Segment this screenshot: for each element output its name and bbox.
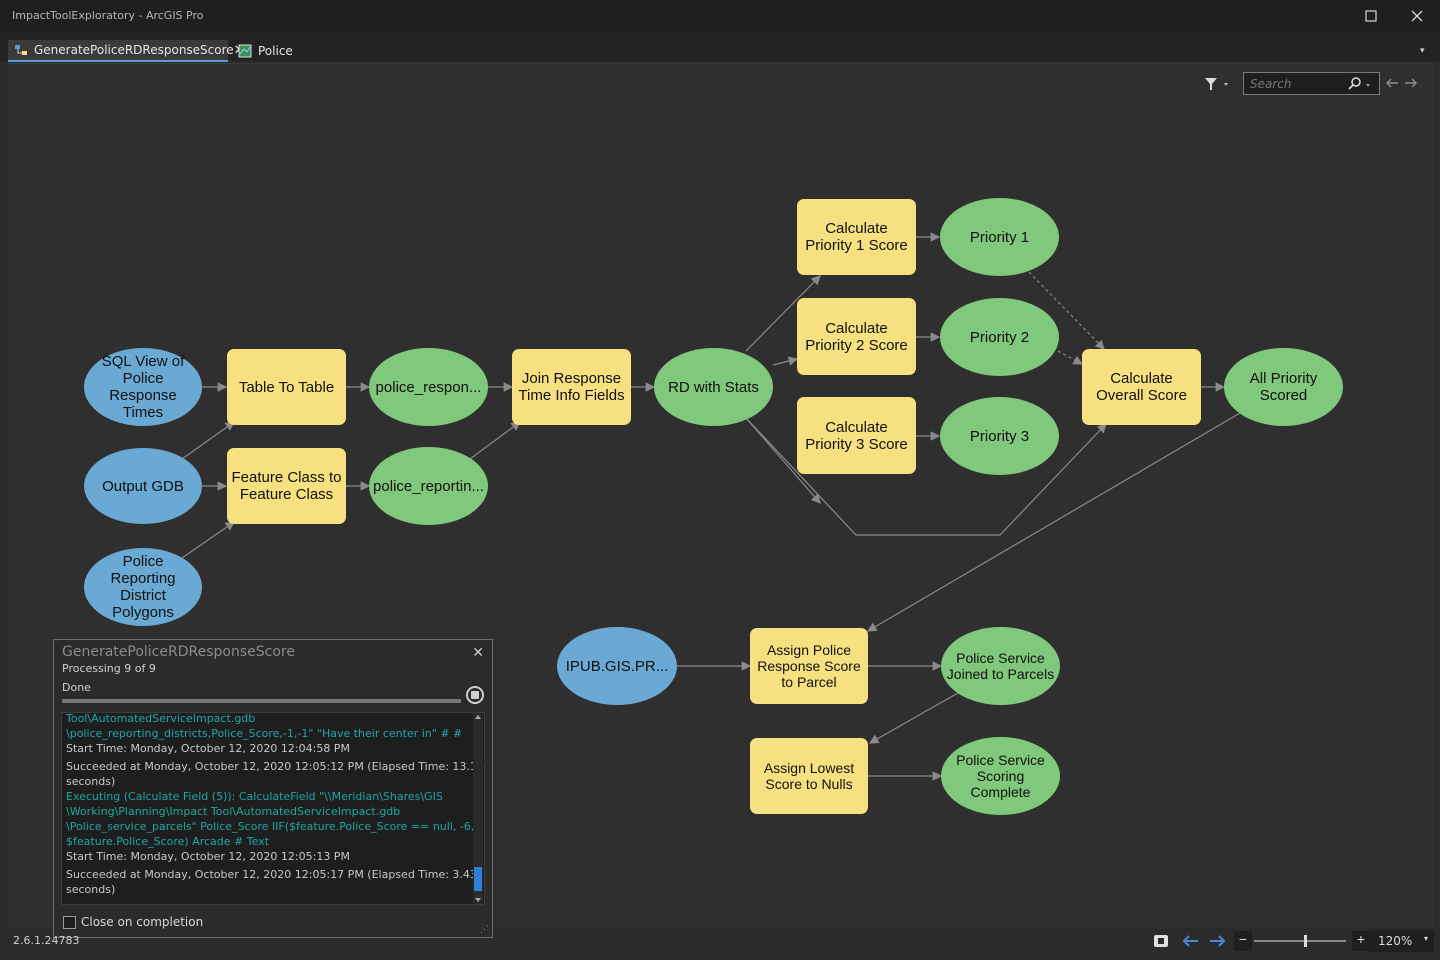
version-label: 2.6.1.24783: [13, 934, 80, 947]
node-police-respon[interactable]: police_respon...: [369, 348, 488, 426]
node-priority-2[interactable]: Priority 2: [940, 298, 1059, 376]
resize-grip-icon[interactable]: ⋰: [480, 924, 489, 934]
node-calc-priority-2[interactable]: Calculate Priority 2 Score: [797, 298, 916, 375]
processing-status: Processing 9 of 9: [62, 662, 156, 675]
maximize-button[interactable]: [1348, 0, 1394, 32]
filter-button[interactable]: [1203, 76, 1231, 97]
progress-bar: [62, 699, 461, 703]
progress-fill: [62, 699, 461, 703]
node-output-gdb[interactable]: Output GDB: [84, 448, 202, 524]
close-on-completion-checkbox[interactable]: Close on completion: [63, 915, 203, 929]
search-icon[interactable]: [1348, 77, 1372, 96]
chevron-down-icon: ▾: [1423, 934, 1428, 943]
tab-label: GeneratePoliceRDResponseScore: [34, 43, 234, 57]
zoom-out-button[interactable]: −: [1234, 931, 1252, 951]
tab-label: Police: [258, 44, 293, 58]
node-join-response[interactable]: Join Response Time Info Fields: [512, 349, 631, 425]
log-line: Start Time: Monday, October 12, 2020 12:…: [66, 742, 350, 755]
next-extent-button[interactable]: [1209, 934, 1227, 953]
tab-overflow-chevron-icon[interactable]: ▾: [1420, 45, 1425, 55]
log-line: \Police_service_parcels" Police_Score II…: [66, 820, 475, 833]
scroll-thumb[interactable]: [474, 867, 482, 891]
log-line: Executing (Calculate Field (5)): Calcula…: [66, 790, 443, 803]
node-scoring-complete[interactable]: Police Service Scoring Complete: [941, 737, 1060, 815]
node-all-priority-scored[interactable]: All Priority Scored: [1224, 348, 1343, 426]
next-extent-icon: [1210, 935, 1226, 947]
zoom-level-select[interactable]: 120% ▾: [1370, 930, 1434, 952]
full-extent-icon: [1154, 935, 1168, 947]
done-label: Done: [62, 681, 91, 694]
close-window-button[interactable]: [1394, 0, 1440, 32]
node-calc-overall[interactable]: Calculate Overall Score: [1082, 349, 1201, 425]
log-line: Start Time: Monday, October 12, 2020 12:…: [66, 850, 350, 863]
node-assign-police-score[interactable]: Assign Police Response Score to Parcel: [750, 628, 868, 704]
log-lines: Tool\AutomatedServiceImpact.gdb \police_r…: [66, 712, 484, 897]
zoom-slider-thumb[interactable]: [1304, 935, 1307, 947]
log-line: $feature.Police_Score) Arcade # Text: [66, 835, 270, 848]
zoom-level-value: 120%: [1378, 934, 1413, 948]
progress-dialog: GeneratePoliceRDResponseScore ✕ Processi…: [53, 639, 493, 938]
node-rd-with-stats[interactable]: RD with Stats: [654, 348, 773, 426]
node-ipub[interactable]: IPUB.GIS.PR...: [557, 627, 677, 705]
search-input[interactable]: [1243, 72, 1380, 95]
checkbox-box[interactable]: [63, 915, 76, 929]
document-tab-bar: GeneratePoliceRDResponseScore ✕ Police ▾: [0, 33, 1440, 62]
stop-button[interactable]: [466, 686, 484, 704]
dialog-title: GeneratePoliceRDResponseScore: [62, 644, 295, 660]
model-builder-icon: [14, 43, 28, 57]
filter-icon: [1205, 78, 1228, 90]
node-calc-priority-3[interactable]: Calculate Priority 3 Score: [797, 397, 916, 474]
node-district-polygons[interactable]: Police Reporting District Polygons: [84, 548, 202, 626]
stop-icon: [471, 691, 479, 699]
log-line: Succeeded at Monday, October 12, 2020 12…: [66, 868, 477, 881]
previous-extent-button[interactable]: [1181, 934, 1199, 953]
maximize-icon: [1365, 10, 1377, 22]
close-icon: [1411, 10, 1423, 22]
message-log[interactable]: Tool\AutomatedServiceImpact.gdb \police_r…: [61, 712, 485, 905]
node-priority-1[interactable]: Priority 1: [940, 198, 1059, 276]
connector-layer: [181, 232, 1241, 781]
log-line: Tool\AutomatedServiceImpact.gdb: [66, 712, 256, 725]
zoom-in-button[interactable]: +: [1352, 931, 1370, 951]
node-joined-parcels[interactable]: Police Service Joined to Parcels: [941, 627, 1060, 705]
full-extent-button[interactable]: [1153, 934, 1169, 953]
window-title: ImpactToolExploratory - ArcGIS Pro: [12, 9, 204, 22]
back-arrow-icon[interactable]: [1385, 76, 1399, 95]
log-line: Succeeded at Monday, October 12, 2020 12…: [66, 760, 484, 773]
node-calc-priority-1[interactable]: Calculate Priority 1 Score: [797, 199, 916, 275]
log-line: \Working\Planning\Impact Tool\AutomatedS…: [66, 805, 401, 818]
scroll-arrows-icon: [475, 715, 481, 902]
node-sql-view[interactable]: SQL View of Police Response Times: [84, 348, 202, 426]
zoom-slider-track[interactable]: [1254, 940, 1346, 942]
previous-extent-icon: [1182, 935, 1198, 947]
log-line: \police_reporting_districts,Police_Score…: [66, 727, 463, 740]
tab-map[interactable]: Police: [232, 40, 299, 62]
node-assign-lowest[interactable]: Assign Lowest Score to Nulls: [750, 738, 868, 814]
dialog-close-icon[interactable]: ✕: [472, 644, 484, 660]
checkbox-label: Close on completion: [81, 915, 204, 929]
node-table-to-table[interactable]: Table To Table: [227, 349, 346, 425]
log-scrollbar[interactable]: [473, 713, 483, 904]
map-icon: [238, 44, 252, 58]
tab-model[interactable]: GeneratePoliceRDResponseScore ✕: [8, 40, 245, 62]
node-priority-3[interactable]: Priority 3: [940, 397, 1059, 475]
title-bar: ImpactToolExploratory - ArcGIS Pro: [0, 0, 1440, 33]
node-police-reportin[interactable]: police_reportin...: [369, 447, 488, 525]
log-line: seconds): [66, 883, 116, 896]
log-line: seconds): [66, 775, 116, 788]
forward-arrow-icon[interactable]: [1404, 76, 1418, 95]
node-fc-to-fc[interactable]: Feature Class to Feature Class: [227, 448, 346, 524]
